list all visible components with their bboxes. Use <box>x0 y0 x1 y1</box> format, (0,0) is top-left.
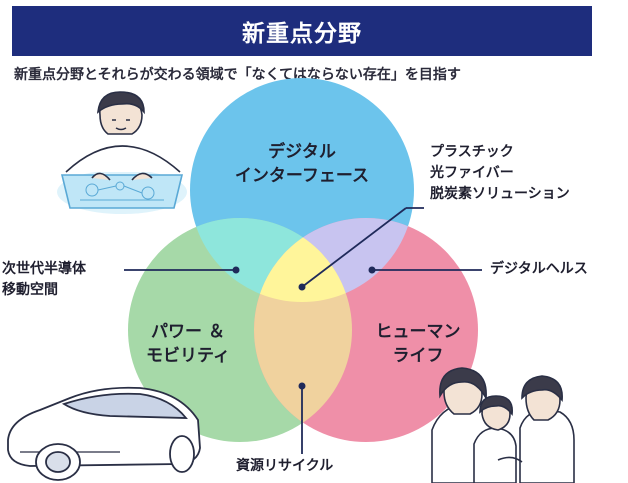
callout-next-gen: 次世代半導体 移動空間 <box>2 261 86 298</box>
callout-health: デジタルヘルス <box>490 261 588 277</box>
dot-next-gen <box>232 266 240 274</box>
title-bar: 新重点分野 <box>12 6 592 56</box>
dot-health <box>368 266 376 274</box>
page-title: 新重点分野 <box>242 21 362 47</box>
dot-photonics <box>298 283 306 291</box>
leader-lines <box>124 207 482 454</box>
callout-recycle: 資源リサイクル <box>236 458 334 474</box>
car-illustration <box>7 386 201 481</box>
overlap-center <box>254 218 352 302</box>
label-power-mobility: パワー ＆ モビリティ <box>146 322 230 366</box>
person-with-screen-illustration <box>57 91 187 214</box>
subtitle: 新重点分野とそれらが交わる領域で「なくてはならない存在」を目指す <box>14 67 461 83</box>
label-human-life: ヒューマン ライフ <box>375 322 461 366</box>
family-illustration <box>431 367 575 483</box>
label-digital-interface: デジタル インターフェース <box>234 142 370 186</box>
callout-photonics: プラスチック 光ファイバー 脱炭素ソリューション <box>430 144 570 202</box>
dot-recycle <box>298 382 306 390</box>
